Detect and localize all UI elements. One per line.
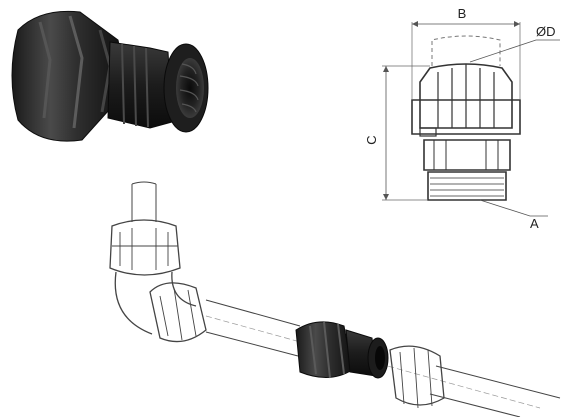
- drawing-lug: [419, 127, 437, 137]
- elbow-coupling-ribs: [159, 287, 197, 341]
- pipe-stub-dashed: [431, 35, 501, 66]
- drawing-body-ribs: [433, 140, 499, 170]
- dim-label-a: A: [530, 216, 539, 231]
- drawing-cap-band: [411, 99, 521, 135]
- nut-rib: [68, 15, 84, 129]
- dimension-drawing: [382, 21, 560, 217]
- dim-label-b: B: [458, 6, 467, 21]
- compression-nut: [11, 10, 122, 142]
- inline-adaptor-rib: [309, 321, 345, 379]
- dim-c-arrow-top: [383, 66, 389, 72]
- dim-label-d: ØD: [536, 24, 556, 39]
- inline-adaptor: [295, 321, 389, 379]
- body-groove: [121, 43, 125, 125]
- fitting-body: [107, 41, 173, 129]
- female-adaptor-photo: [11, 10, 209, 142]
- far-pipe: [429, 365, 561, 417]
- right-coupling-ribs: [399, 347, 433, 409]
- body-groove: [145, 47, 149, 128]
- drawing-thread-lines: [430, 177, 504, 197]
- upper-coupling: [109, 219, 181, 276]
- pipe-installation-sketch: [109, 181, 561, 417]
- dim-label-c: C: [364, 135, 379, 144]
- dim-d-leader: [469, 39, 560, 63]
- inline-adaptor-bore: [375, 346, 385, 370]
- elbow-coupling: [149, 282, 207, 343]
- thread-bore: [176, 58, 204, 118]
- drawing-thread-end: [427, 171, 507, 201]
- vertical-pipe: [131, 181, 157, 222]
- drawing-rib: [437, 68, 495, 128]
- upper-coupling-ribs: [112, 228, 178, 270]
- dim-b-arrow-left: [412, 21, 418, 27]
- drawing-cap: [419, 63, 513, 129]
- dim-a-leader: [479, 199, 548, 217]
- nut-rib: [38, 21, 52, 119]
- thread-turns: [179, 63, 199, 113]
- elbow: [114, 271, 197, 335]
- drawing-body: [423, 139, 511, 171]
- main-pipe: [205, 299, 301, 357]
- dim-c-arrow-bottom: [383, 194, 389, 200]
- dim-b-arrow-right: [514, 21, 520, 27]
- right-coupling: [389, 345, 445, 406]
- body-groove: [133, 45, 137, 127]
